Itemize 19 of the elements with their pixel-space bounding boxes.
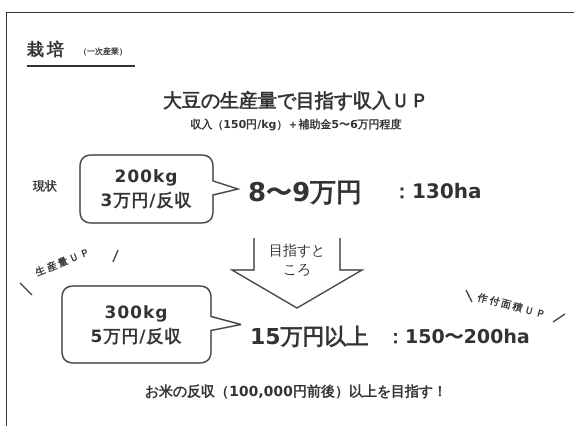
area-value: ：130ha [392, 178, 482, 205]
bubble-text: 3万円/反収 [99, 190, 194, 213]
arrow-text: 目指すところ [268, 242, 326, 280]
speech-bubble [62, 286, 241, 363]
row-label: 現状 [33, 178, 57, 195]
bubble-text: 300kg [104, 302, 170, 324]
subheading: 収入（150円/kg）＋補助金5〜6万円程度 [190, 117, 402, 132]
area-value: ：150〜200ha [386, 325, 530, 350]
side-note: 生産量ＵＰ [33, 244, 94, 280]
bubble-text: 200kg [114, 166, 180, 189]
goal-note: お米の反収（100,000円前後）以上を目指す！ [145, 383, 447, 401]
speech-bubble [80, 155, 238, 223]
income-value: 15万円以上 [250, 324, 369, 352]
section-heading: 栽培 [27, 39, 67, 61]
heading-note: （一次産業） [79, 46, 127, 57]
side-note: 作付面積ＵＰ [476, 291, 550, 322]
main-heading: 大豆の生産量で目指す収入ＵＰ [163, 89, 429, 114]
bubble-text: 5万円/反収 [89, 326, 184, 348]
income-value: 8〜9万円 [248, 177, 362, 210]
